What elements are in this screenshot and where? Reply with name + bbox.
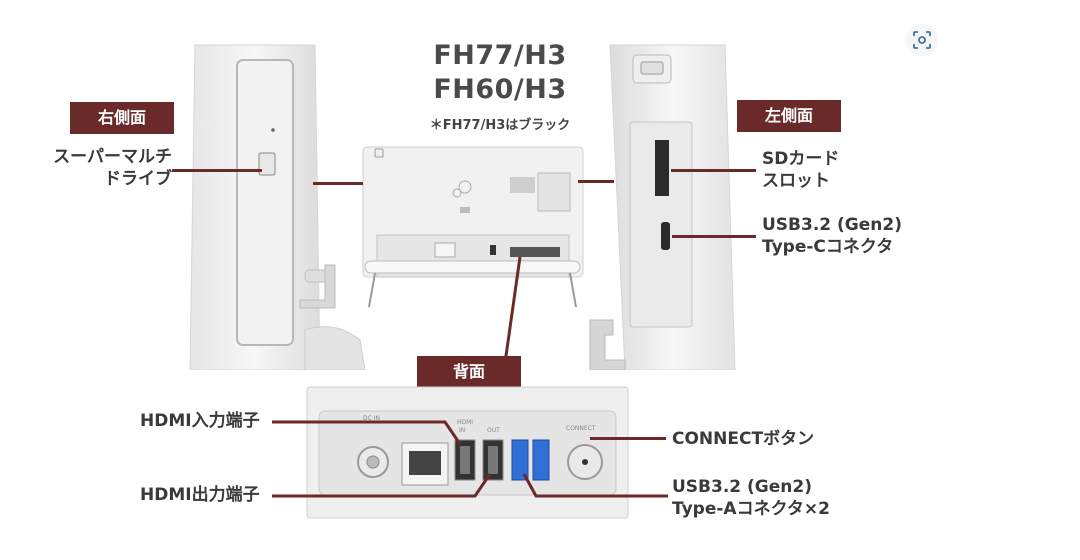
panel-mark-dc: DC IN (363, 415, 380, 422)
pointer-hdmi-in (272, 420, 462, 445)
pointer-connect-button (590, 437, 666, 440)
tag-right-side: 右側面 (70, 102, 174, 134)
label-optical-drive: スーパーマルチ ドライブ (53, 147, 172, 189)
model-name-2: FH60/H3 (433, 74, 567, 105)
tag-left-side: 左側面 (737, 100, 841, 132)
back-device-illustration (362, 146, 584, 308)
connector-left-side (578, 180, 614, 183)
label-sd-slot: SDカード スロット (762, 149, 840, 191)
label-usb-a: USB3.2 (Gen2) Type-Aコネクタ×2 (672, 477, 830, 519)
label-hdmi-in: HDMI入力端子 (140, 411, 260, 431)
label-hdmi-out: HDMI出力端子 (140, 485, 260, 505)
label-usb-c: USB3.2 (Gen2) Type-Cコネクタ (762, 215, 902, 257)
back-port-panel (306, 386, 629, 519)
panel-mark-out: OUT (487, 427, 500, 434)
pointer-usb-c (672, 235, 756, 238)
pointer-optical-drive (172, 169, 262, 172)
panel-mark-connect: CONNECT (566, 425, 596, 432)
tag-back: 背面 (417, 356, 521, 388)
connector-right-side (313, 182, 363, 185)
panel-mark-in: IN (459, 427, 466, 434)
color-note: ＊FH77/H3はブラック (429, 118, 571, 133)
right-side-device-illustration (189, 44, 366, 370)
panel-mark-hdmi: HDMI (457, 419, 474, 426)
label-connect-button: CONNECTボタン (672, 429, 815, 449)
model-name-1: FH77/H3 (433, 40, 567, 71)
connector-back (503, 256, 522, 364)
visual-search-icon[interactable] (906, 24, 938, 56)
pointer-hdmi-out (272, 473, 492, 498)
pointer-usb-a (522, 473, 668, 498)
pointer-sd-slot (671, 169, 756, 172)
left-side-device-illustration (589, 44, 736, 370)
